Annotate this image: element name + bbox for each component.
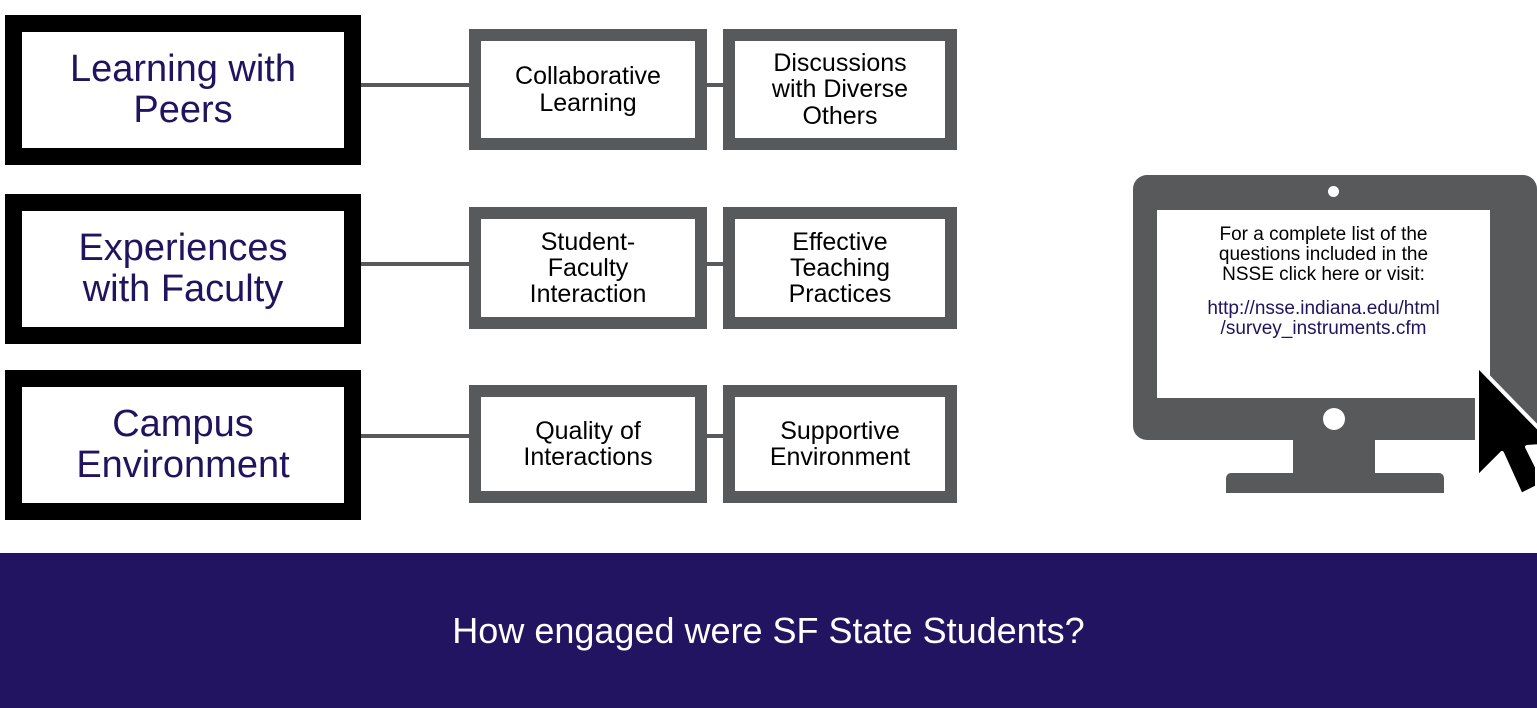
monitor-screen[interactable]: For a complete list of the questions inc…	[1157, 210, 1490, 398]
indicator-box-effective-teaching-practices: Effective Teaching Practices	[723, 207, 957, 329]
indicator-box-supportive-environment: Supportive Environment	[723, 385, 957, 503]
monitor-power-button	[1323, 408, 1345, 430]
theme-box-learning-with-peers: Learning with Peers	[5, 15, 361, 165]
monitor-stand-base	[1226, 473, 1444, 493]
indicator-label: Quality of Interactions	[523, 416, 653, 471]
connector-line	[361, 434, 469, 438]
theme-title: Learning with Peers	[69, 47, 297, 131]
indicator-label: Supportive Environment	[769, 416, 911, 471]
indicator-label: Discussions with Diverse Others	[771, 49, 909, 130]
theme-title: Experiences with Faculty	[78, 226, 288, 310]
banner-title: How engaged were SF State Students?	[452, 609, 1085, 651]
connector-line	[707, 434, 723, 438]
connector-line	[707, 262, 723, 266]
monitor-info-text: For a complete list of the questions inc…	[1218, 224, 1429, 285]
survey-link[interactable]: http://nsse.indiana.edu/html /survey_ins…	[1207, 297, 1440, 339]
cursor-icon	[1475, 363, 1537, 497]
indicator-label: Collaborative Learning	[515, 62, 661, 117]
indicator-label: Student- Faculty Interaction	[529, 227, 647, 309]
connector-line	[707, 83, 723, 87]
indicator-box-collaborative-learning: Collaborative Learning	[469, 29, 707, 150]
monitor-icon[interactable]: For a complete list of the questions inc…	[1133, 175, 1537, 493]
indicator-box-student-faculty-interaction: Student- Faculty Interaction	[469, 207, 707, 329]
indicator-box-discussions-with-diverse-others: Discussions with Diverse Others	[723, 29, 957, 150]
connector-line	[361, 262, 469, 266]
theme-box-campus-environment: Campus Environment	[5, 370, 361, 520]
connector-line	[361, 83, 469, 87]
monitor-camera-dot	[1328, 186, 1339, 197]
engagement-banner[interactable]: How engaged were SF State Students?	[0, 553, 1537, 708]
theme-box-experiences-with-faculty: Experiences with Faculty	[5, 194, 361, 344]
indicator-label: Effective Teaching Practices	[788, 227, 892, 309]
theme-title: Campus Environment	[76, 402, 290, 486]
indicator-box-quality-of-interactions: Quality of Interactions	[469, 385, 707, 503]
